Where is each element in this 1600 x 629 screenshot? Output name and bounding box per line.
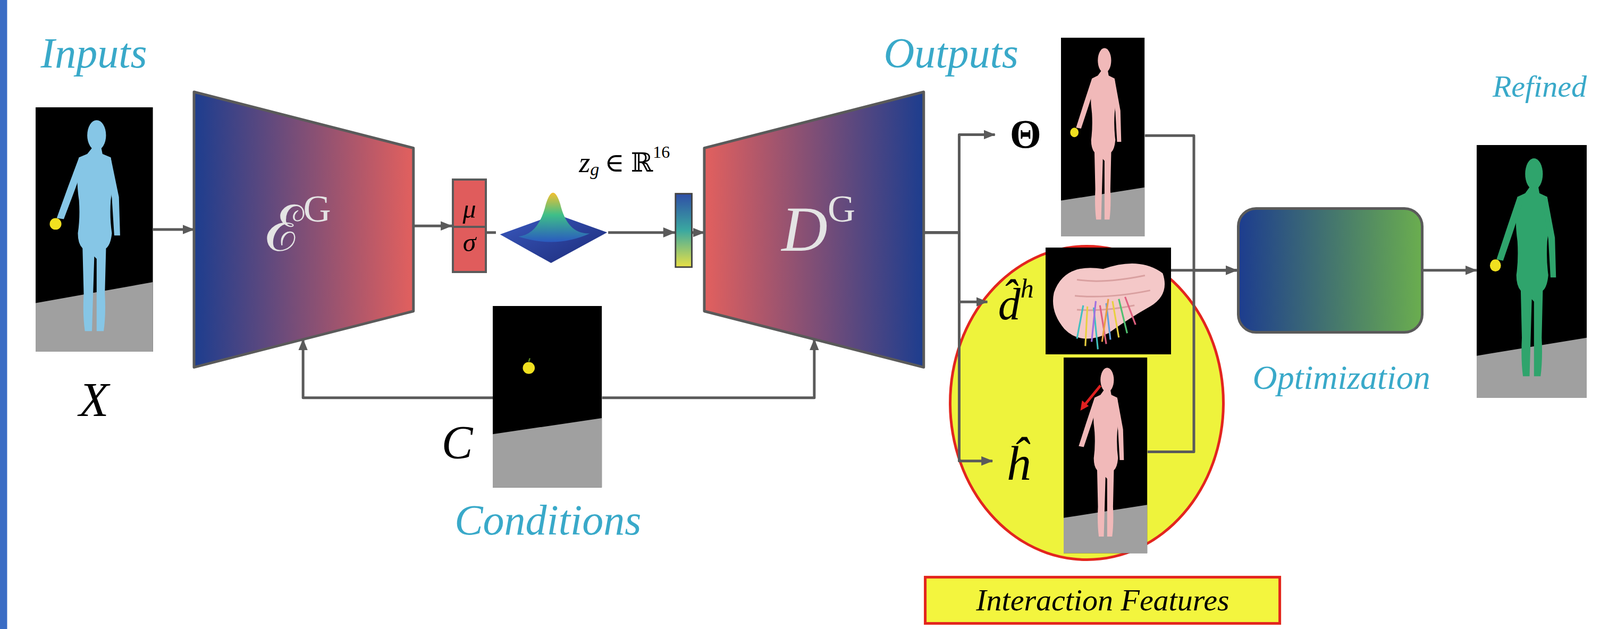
node-text: Interaction Features — [975, 583, 1229, 618]
text-group: d̂h — [998, 280, 1034, 330]
section-label: Outputs — [883, 29, 1018, 77]
text-group: μσ — [453, 194, 485, 258]
node-text: d̂ — [998, 280, 1021, 330]
connector-arrow — [923, 134, 995, 233]
gaussian-bell — [518, 192, 590, 243]
connector-arrow — [923, 232, 988, 303]
input-image: X — [35, 107, 154, 353]
text-group: Θ — [1009, 112, 1042, 158]
refined-image: Refined — [1476, 145, 1587, 399]
latent-vector — [675, 194, 693, 268]
connector-arrow — [602, 339, 815, 399]
figure — [1045, 247, 1172, 356]
node-text: Refined — [1492, 69, 1587, 104]
optimization-block: Optimization — [1236, 207, 1424, 334]
hand-distance-output: d̂h — [987, 247, 1172, 356]
node-text: D — [781, 194, 828, 265]
text-group: Outputs — [883, 29, 1018, 77]
connector-arrow — [486, 231, 705, 234]
section-label: z — [578, 147, 591, 179]
decoder-block: DG — [704, 91, 924, 368]
figure — [492, 306, 602, 488]
head-direction-output: ĥ — [992, 357, 1148, 554]
render-image — [35, 107, 154, 353]
section-label: Inputs — [40, 29, 148, 77]
gaussian-base — [500, 214, 608, 264]
text-group: Optimization — [1252, 359, 1430, 397]
render-image — [1063, 357, 1148, 554]
text-group: ℰG — [265, 194, 332, 265]
render-image — [1045, 247, 1172, 356]
node-text: ℰ — [265, 194, 304, 265]
render-image — [1060, 37, 1145, 237]
node-text: Conditions — [454, 497, 642, 544]
latent-params-box: μσ — [451, 178, 487, 274]
condition-image: CConditions — [492, 306, 602, 488]
side-stripe — [0, 0, 7, 629]
node-text: X — [78, 373, 109, 427]
node-text: h — [1020, 274, 1034, 304]
text-group: Conditions — [454, 497, 642, 544]
text-group: Inputs — [40, 29, 148, 77]
node-text: Θ — [1009, 112, 1042, 158]
node-text: ĥ — [1005, 436, 1031, 491]
arrow-head — [663, 227, 676, 238]
connector-arrow — [1423, 268, 1477, 272]
render-image — [1476, 145, 1587, 399]
trapezoid-outline — [704, 91, 924, 368]
figure — [35, 107, 154, 353]
text-group: Refined — [1492, 69, 1587, 104]
node-text: G — [827, 188, 856, 231]
trapezoid-outline — [194, 91, 414, 368]
encoder-block: ℰG — [194, 91, 414, 368]
text-group: ĥ — [1005, 436, 1031, 491]
connector-arrow — [1144, 135, 1237, 271]
node-text: Optimization — [1252, 359, 1430, 397]
node-text: σ — [453, 228, 485, 258]
figure — [1476, 145, 1587, 399]
node-text: C — [441, 417, 474, 469]
text-group: C — [441, 417, 474, 469]
section-label: 16 — [652, 143, 670, 163]
connector-arrow — [413, 224, 452, 228]
connector-arrow — [1171, 268, 1237, 272]
node-text: μ — [453, 194, 485, 229]
interaction-ellipse: Interaction Featuresd̂hĥ — [948, 245, 1225, 562]
node-text: G — [303, 188, 332, 231]
render-image — [492, 306, 602, 488]
gaussian-backing — [495, 201, 609, 264]
label-box: Interaction Features — [923, 576, 1282, 626]
connector-arrow — [302, 339, 493, 399]
text-group: X — [78, 373, 109, 427]
connector-arrow — [1147, 270, 1237, 453]
connector-arrow — [153, 228, 195, 231]
connector-arrow — [923, 232, 993, 462]
text-group: zg∈ ℝ16 — [578, 147, 670, 179]
section-label: g — [590, 159, 600, 180]
section-label: ∈ ℝ — [604, 148, 653, 179]
text-group: DG — [781, 194, 856, 265]
figure — [1063, 357, 1148, 554]
figure — [1060, 37, 1145, 237]
